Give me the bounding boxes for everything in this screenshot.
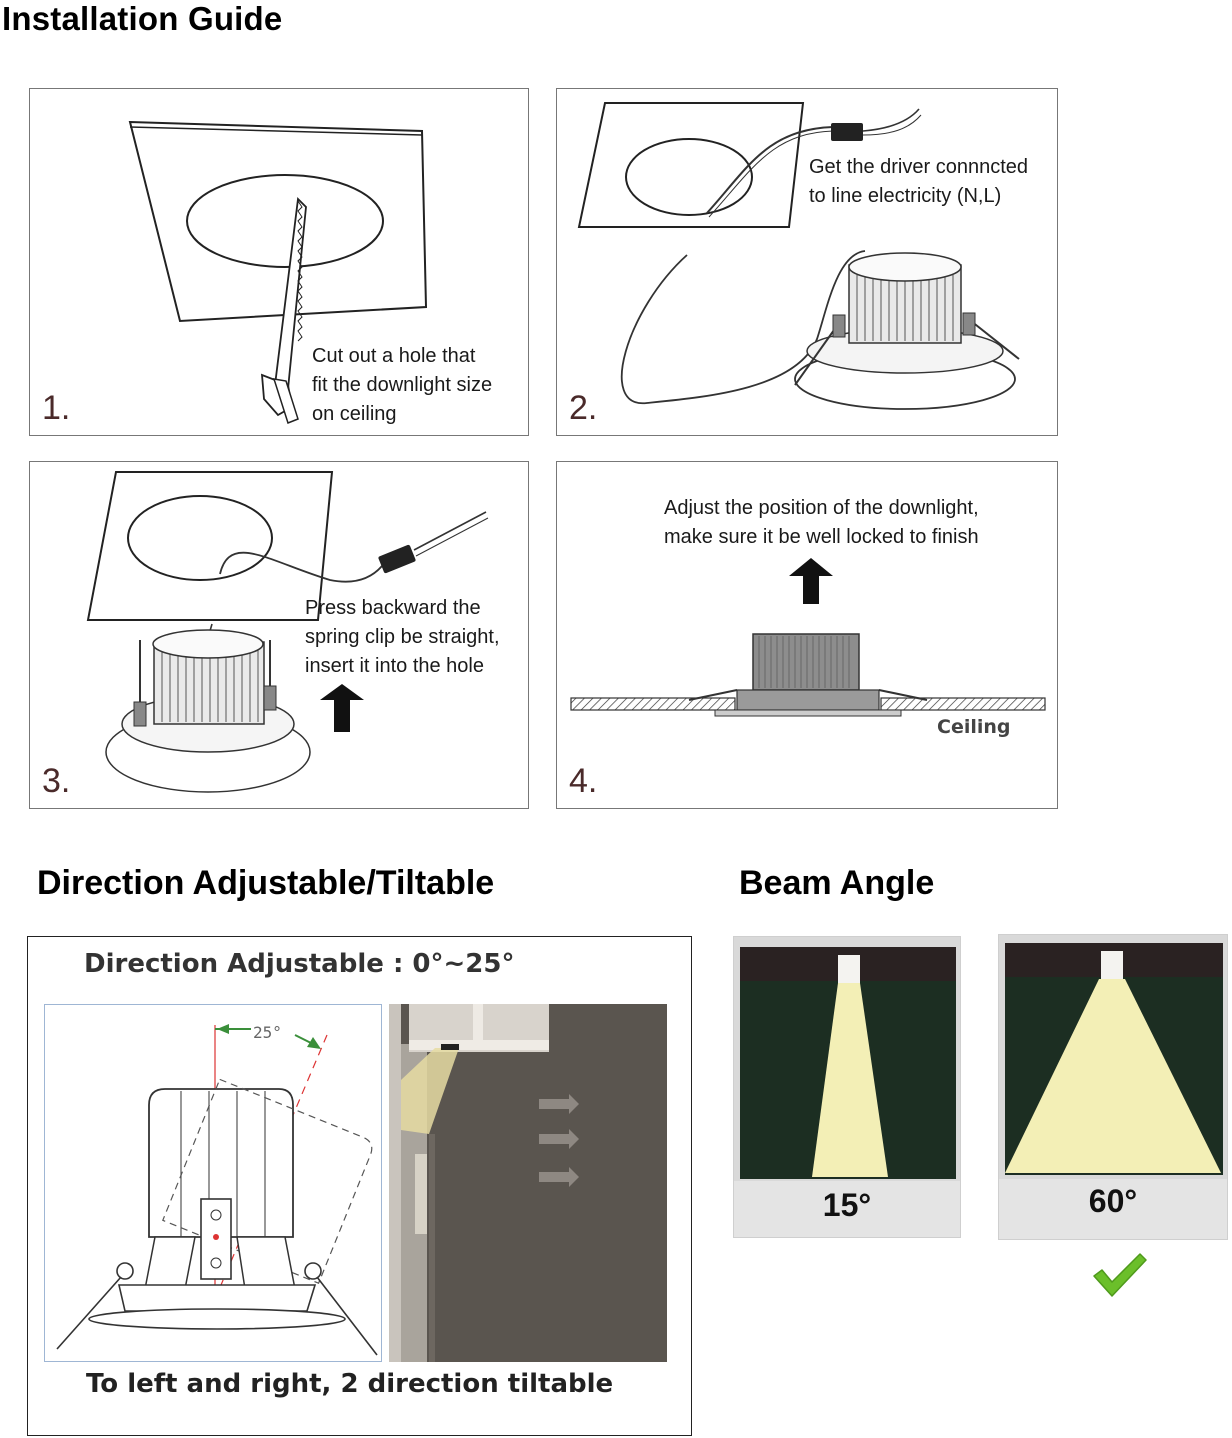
step-4-caption: Adjust the position of the downlight, ma… bbox=[664, 497, 979, 548]
step-4-illustration bbox=[570, 558, 1046, 717]
beam-option-15: 15° bbox=[733, 936, 961, 1238]
step-3-number: 3. bbox=[42, 762, 71, 800]
room-scene-illustration bbox=[389, 1004, 667, 1362]
step-3-caption: Press backward the spring clip be straig… bbox=[305, 597, 500, 677]
step-1-illustration bbox=[128, 120, 428, 424]
step-4-panel: 4. Adjust the position of the downlight,… bbox=[556, 461, 1058, 809]
step-4-number: 4. bbox=[569, 762, 598, 800]
beam-15-illustration bbox=[734, 937, 960, 1181]
beam-60-label: 60° bbox=[1088, 1183, 1138, 1219]
direction-section-title: Direction Adjustable/Tiltable bbox=[37, 864, 495, 902]
step-1-caption: Cut out a hole that fit the downlight si… bbox=[312, 345, 493, 425]
tilt-diagram: 25° bbox=[44, 1004, 382, 1362]
step-2-caption: Get the driver connncted to line electri… bbox=[809, 156, 1029, 207]
step-3-panel: 3. Press backward the spring clip be str… bbox=[29, 461, 529, 809]
check-icon bbox=[1093, 1253, 1147, 1297]
direction-panel: Direction Adjustable : 0°~25° bbox=[27, 936, 692, 1436]
direction-footer: To left and right, 2 direction tiltable bbox=[86, 1369, 614, 1399]
step-2-illustration bbox=[577, 102, 1020, 410]
beam-option-60: 60° bbox=[998, 934, 1228, 1240]
installation-guide-title: Installation Guide bbox=[2, 0, 283, 37]
beam-60-illustration bbox=[999, 935, 1227, 1179]
room-tilt-photo bbox=[389, 1004, 667, 1362]
step-2-number: 2. bbox=[569, 389, 598, 427]
step-1-number: 1. bbox=[42, 389, 71, 427]
tilt-angle-label: 25° bbox=[253, 1023, 282, 1042]
step-2-panel: 2. Get the driver connncted to line elec… bbox=[556, 88, 1058, 436]
beam-15-label: 15° bbox=[822, 1187, 872, 1223]
beam-section-title: Beam Angle bbox=[739, 864, 935, 902]
step-1-panel: 1. Cut out a hole that fit the downlight… bbox=[29, 88, 529, 436]
direction-panel-title: Direction Adjustable : 0°~25° bbox=[84, 949, 515, 979]
tilt-diagram-illustration bbox=[56, 1024, 378, 1356]
step-3-illustration bbox=[86, 471, 489, 793]
ceiling-label: Ceiling bbox=[937, 716, 1011, 738]
